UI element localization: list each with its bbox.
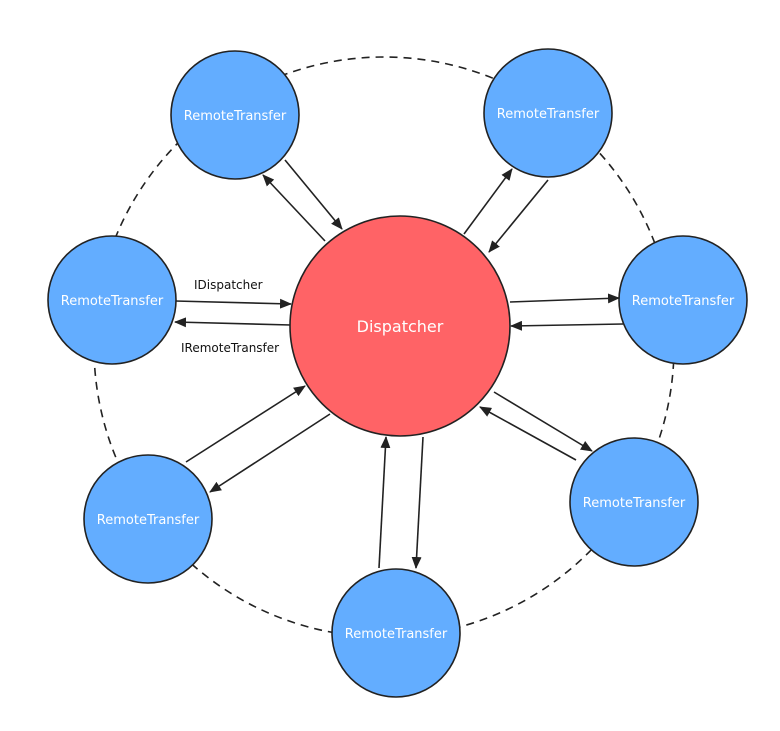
arrow-bottom-right-to-hub [479,406,577,461]
node-label: RemoteTransfer [61,294,164,309]
arrow-hub-to-top-left [262,174,326,242]
node-circle [618,235,748,365]
node-label: RemoteTransfer [497,107,600,122]
arrow-hub-to-top-right [463,168,513,235]
node-circle [170,50,300,180]
node-circle [569,437,699,567]
node-bottom[interactable]: RemoteTransfer [331,568,461,698]
node-label: RemoteTransfer [345,627,448,642]
node-bottom-right[interactable]: RemoteTransfer [569,437,699,567]
node-circle [483,48,613,178]
node-circle [47,235,177,365]
edge-label-iremotetransfer: IRemoteTransfer [181,341,279,355]
arrow-hub-to-left [174,317,292,328]
arrow-hub-to-bottom [411,436,424,569]
node-circle [331,568,461,698]
node-left[interactable]: RemoteTransfer [47,235,177,365]
node-label: RemoteTransfer [632,294,735,309]
arrow-left-to-hub [174,298,292,309]
node-circle [83,454,213,584]
hub-circle [289,215,511,437]
node-label: RemoteTransfer [97,513,200,528]
node-right[interactable]: RemoteTransfer [618,235,748,365]
arrow-bottom-left-to-hub [185,385,306,463]
node-top-left[interactable]: RemoteTransfer [170,50,300,180]
arrow-top-left-to-hub [284,159,343,230]
arrow-hub-to-bottom-left [209,413,331,493]
node-bottom-left[interactable]: RemoteTransfer [83,454,213,584]
arrow-bottom-to-hub [378,436,391,569]
node-label: RemoteTransfer [184,109,287,124]
hub-label: Dispatcher [357,317,444,336]
connections [174,159,624,569]
node-label: RemoteTransfer [583,496,686,511]
edge-label-idispatcher: IDispatcher [194,278,263,292]
node-top-right[interactable]: RemoteTransfer [483,48,613,178]
arrow-right-to-hub [510,320,624,331]
arrow-hub-to-right [509,293,620,304]
arrow-hub-to-bottom-right [493,391,593,452]
arrow-top-right-to-hub [488,179,549,253]
hub-dispatcher[interactable]: Dispatcher [289,215,511,437]
